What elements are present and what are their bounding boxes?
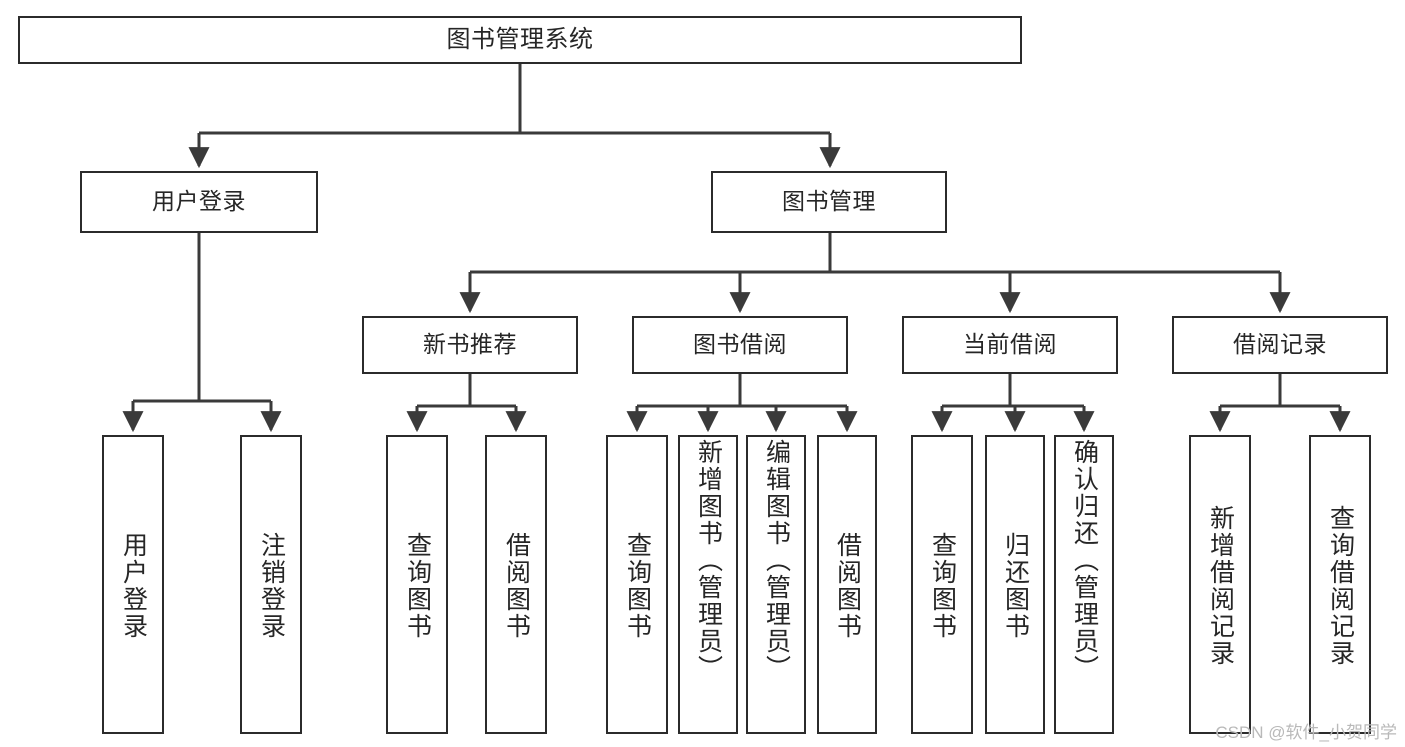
leaf-borrow-books-borrow-label: 借阅图书 (833, 531, 862, 640)
leaf-add-borrow-record[interactable]: 新增借阅记录 (1189, 435, 1251, 734)
node-current-borrowing-label: 当前借阅 (963, 331, 1057, 358)
leaf-add-book-admin-label: 新增图书（管理员） (694, 439, 723, 682)
leaf-logout[interactable]: 注销登录 (240, 435, 302, 734)
leaf-edit-book-admin-label: 编辑图书（管理员） (762, 439, 791, 682)
node-current-borrowing[interactable]: 当前借阅 (902, 316, 1118, 374)
node-borrowing-records[interactable]: 借阅记录 (1172, 316, 1388, 374)
node-book-management[interactable]: 图书管理 (711, 171, 947, 233)
node-book-management-label: 图书管理 (782, 188, 876, 215)
leaf-return-books[interactable]: 归还图书 (985, 435, 1045, 734)
leaf-logout-label: 注销登录 (257, 531, 286, 640)
leaf-borrow-books-newbook[interactable]: 借阅图书 (485, 435, 547, 734)
node-user-login[interactable]: 用户登录 (80, 171, 318, 233)
leaf-query-borrow-record[interactable]: 查询借阅记录 (1309, 435, 1371, 734)
leaf-query-books-current[interactable]: 查询图书 (911, 435, 973, 734)
leaf-add-borrow-record-label: 新增借阅记录 (1206, 504, 1235, 667)
leaf-return-books-label: 归还图书 (1001, 531, 1030, 640)
node-user-login-label: 用户登录 (152, 188, 246, 215)
leaf-query-books-newbook-label: 查询图书 (403, 531, 432, 640)
leaf-query-books-borrow[interactable]: 查询图书 (606, 435, 668, 734)
node-root-book-management-system[interactable]: 图书管理系统 (18, 16, 1022, 64)
leaf-confirm-return-admin[interactable]: 确认归还（管理员） (1054, 435, 1114, 734)
node-book-borrowing[interactable]: 图书借阅 (632, 316, 848, 374)
node-new-book-recommendation[interactable]: 新书推荐 (362, 316, 578, 374)
node-root-label: 图书管理系统 (446, 25, 594, 53)
node-borrowing-records-label: 借阅记录 (1233, 331, 1327, 358)
node-new-book-recommendation-label: 新书推荐 (423, 331, 517, 358)
leaf-confirm-return-admin-label: 确认归还（管理员） (1070, 439, 1099, 682)
leaf-user-login[interactable]: 用户登录 (102, 435, 164, 734)
leaf-borrow-books-borrow[interactable]: 借阅图书 (817, 435, 877, 734)
leaf-query-books-borrow-label: 查询图书 (623, 531, 652, 640)
leaf-add-book-admin[interactable]: 新增图书（管理员） (678, 435, 738, 734)
csdn-watermark: CSDN @软件_小贺同学 (1215, 723, 1397, 742)
leaf-query-books-current-label: 查询图书 (928, 531, 957, 640)
leaf-query-borrow-record-label: 查询借阅记录 (1326, 504, 1355, 667)
leaf-user-login-label: 用户登录 (119, 531, 148, 640)
leaf-query-books-newbook[interactable]: 查询图书 (386, 435, 448, 734)
leaf-borrow-books-newbook-label: 借阅图书 (502, 531, 531, 640)
leaf-edit-book-admin[interactable]: 编辑图书（管理员） (746, 435, 806, 734)
node-book-borrowing-label: 图书借阅 (693, 331, 787, 358)
